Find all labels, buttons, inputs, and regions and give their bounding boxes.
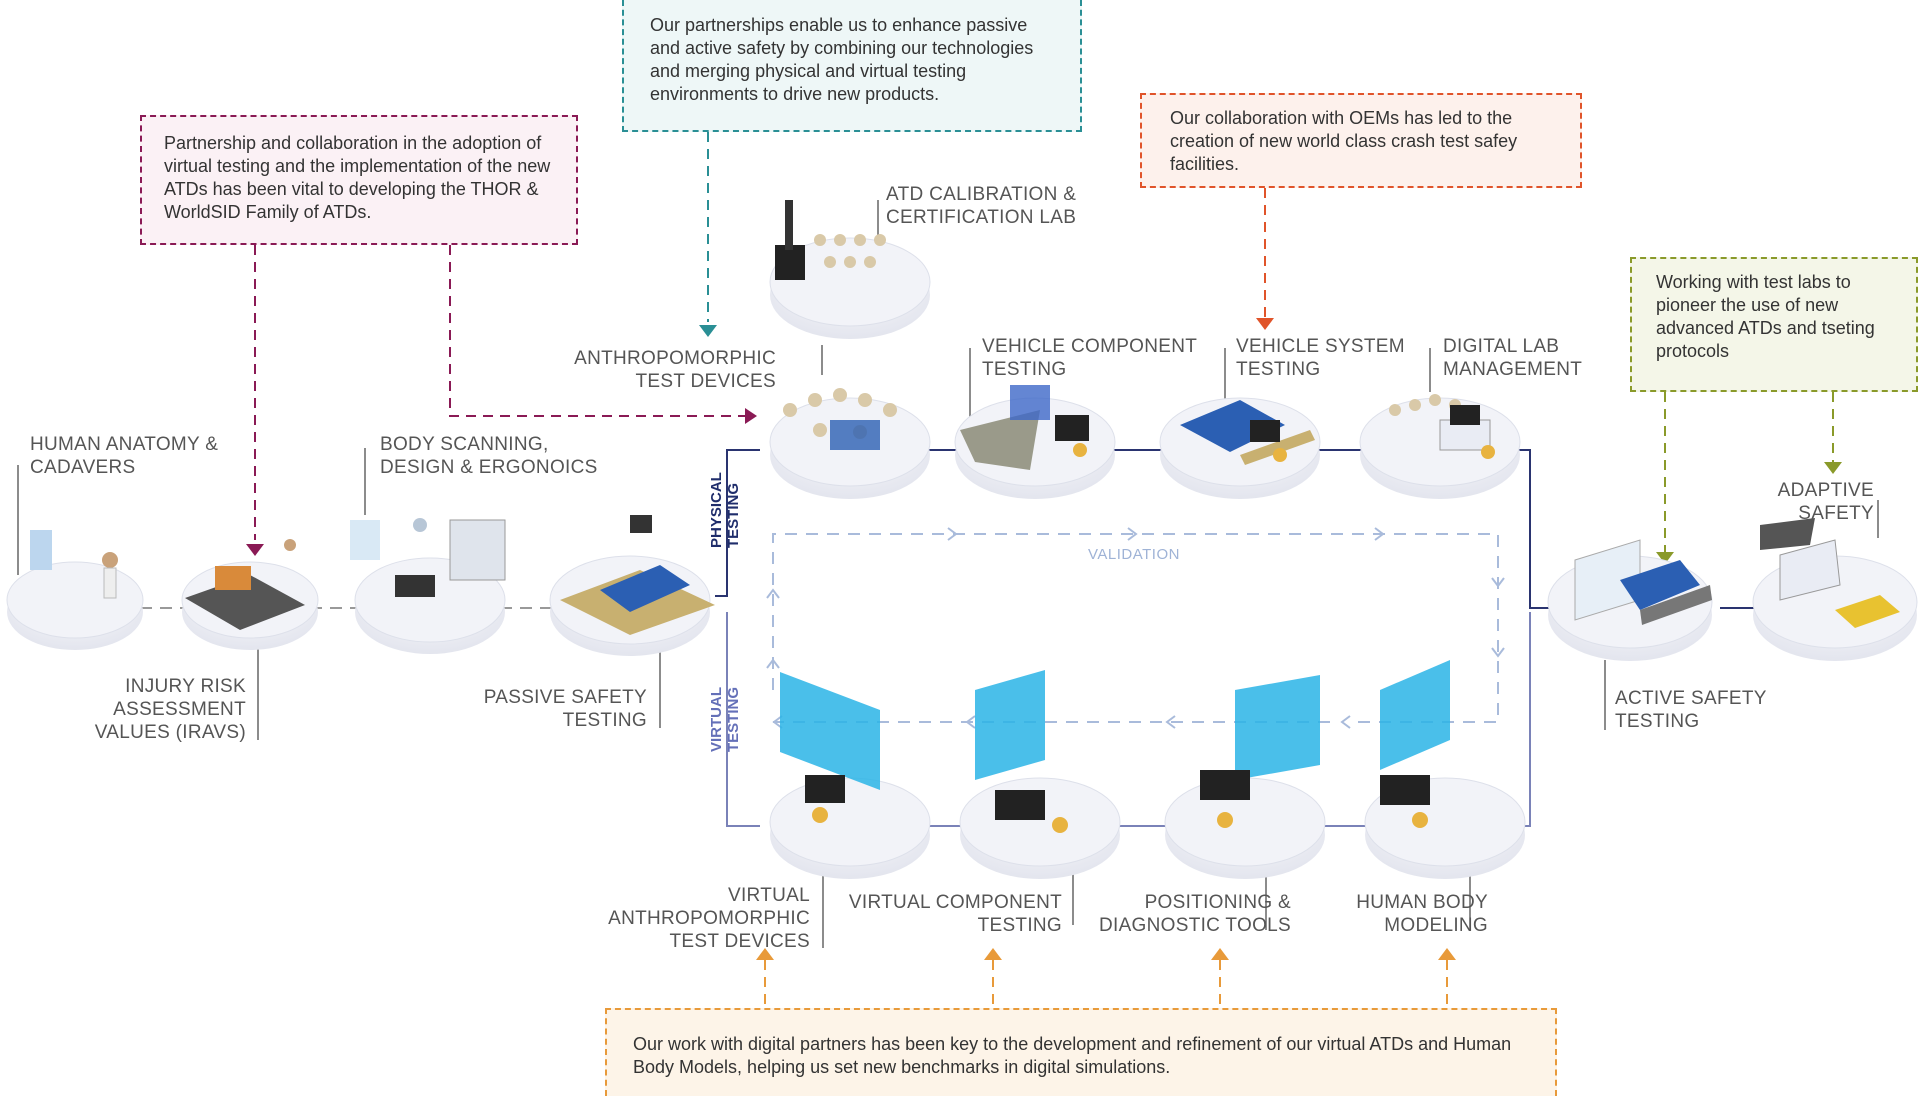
leader-lines: [17, 200, 1879, 948]
label-line: POSITIONING &: [1144, 892, 1291, 913]
platform-injury-risk: [181, 539, 319, 650]
label-line: MODELING: [1384, 915, 1488, 936]
label-line: INJURY RISK: [125, 676, 246, 697]
callout-arrowheads: [246, 318, 1842, 960]
station-platforms: [6, 200, 1918, 879]
platform-passive-safety: [549, 515, 715, 656]
label-line: CERTIFICATION LAB: [886, 207, 1077, 228]
platform-human-body: [1364, 660, 1526, 879]
axis-line: PHYSICAL: [708, 472, 725, 548]
platform-adaptive-safety: [1752, 518, 1918, 661]
label-line: ATD CALIBRATION &: [886, 184, 1077, 205]
label-line: TESTING: [562, 710, 647, 731]
platform-vehicle-system: [1159, 397, 1321, 499]
callout-digital: Our work with digital partners has been …: [605, 1008, 1557, 1096]
label-line: TEST DEVICES: [635, 371, 776, 392]
platform-digital-lab: [1359, 394, 1521, 499]
label-line: ASSESSMENT: [113, 699, 246, 720]
label-line: HUMAN BODY: [1356, 892, 1488, 913]
label-line: VIRTUAL: [728, 885, 810, 906]
callout-digital-text: Our work with digital partners has been …: [633, 1034, 1512, 1077]
callout-physical-virtual-text: Our partnerships enable us to enhance pa…: [650, 15, 1034, 104]
callout-oems-text: Our collaboration with OEMs has led to t…: [1170, 108, 1518, 174]
platform-atd-calibration: [769, 200, 931, 339]
platform-virtual-component: [959, 670, 1121, 879]
label-line: SAFETY: [1798, 503, 1874, 524]
label-line: HUMAN ANATOMY &: [30, 434, 219, 455]
label-line: VEHICLE COMPONENT: [982, 336, 1198, 357]
platform-virtual-atd: [769, 672, 931, 879]
label-line: DIGITAL LAB: [1443, 336, 1560, 357]
label-line: VIRTUAL COMPONENT: [848, 892, 1062, 913]
callout-test-labs-text: Working with test labs to pioneer the us…: [1656, 272, 1875, 361]
label-line: ACTIVE SAFETY: [1615, 688, 1767, 709]
callout-partnership-text: Partnership and collaboration in the ado…: [164, 133, 551, 222]
callout-test-labs: Working with test labs to pioneer the us…: [1630, 257, 1918, 392]
platform-body-scanning: [350, 518, 506, 654]
label-line: CADAVERS: [30, 457, 136, 478]
label-line: TEST DEVICES: [669, 931, 810, 952]
label-line: TESTING: [1236, 359, 1321, 380]
label-atd-calibration: ATD CALIBRATION &CERTIFICATION LAB: [886, 183, 1076, 229]
platform-human-anatomy: [6, 530, 144, 650]
label-line: VEHICLE SYSTEM: [1236, 336, 1405, 357]
platform-positioning: [1164, 675, 1326, 879]
axis-line: VIRTUAL: [708, 687, 725, 752]
validation-label: VALIDATION: [1088, 546, 1180, 563]
label-line: BODY SCANNING,: [380, 434, 549, 455]
label-line: TESTING: [1615, 711, 1700, 732]
platform-anthropomorphic: [769, 388, 931, 499]
label-line: PASSIVE SAFETY: [483, 687, 647, 708]
label-line: ANTHROPOMORPHIC: [608, 908, 810, 929]
label-positioning: POSITIONING &DIAGNOSTIC TOOLS: [1085, 891, 1291, 937]
label-line: MANAGEMENT: [1443, 359, 1583, 380]
label-line: ADAPTIVE: [1777, 480, 1874, 501]
label-line: DIAGNOSTIC TOOLS: [1098, 915, 1291, 936]
axis-line: TESTING: [725, 686, 742, 752]
callout-partnership: Partnership and collaboration in the ado…: [140, 115, 578, 245]
platform-vehicle-component: [954, 385, 1116, 499]
label-line: ANTHROPOMORPHIC: [574, 348, 776, 369]
label-line: VALUES (IRAVS): [94, 722, 246, 743]
label-body-scanning: BODY SCANNING,DESIGN & ERGONOICS: [380, 433, 598, 479]
label-line: TESTING: [977, 915, 1062, 936]
label-line: DESIGN & ERGONOICS: [380, 457, 598, 478]
callout-physical-virtual: Our partnerships enable us to enhance pa…: [622, 0, 1082, 132]
platform-active-safety: [1547, 539, 1713, 661]
label-human-anatomy: HUMAN ANATOMY &CADAVERS: [30, 433, 218, 479]
callout-oems: Our collaboration with OEMs has led to t…: [1140, 93, 1582, 188]
label-line: TESTING: [982, 359, 1067, 380]
axis-line: TESTING: [725, 482, 742, 548]
